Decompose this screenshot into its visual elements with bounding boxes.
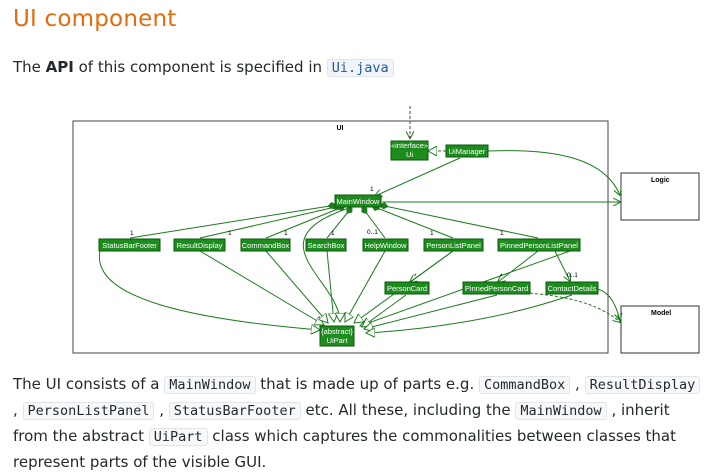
part-box-help-window: HelpWindow <box>362 238 409 252</box>
interface-name: Ui <box>406 150 413 159</box>
multiplicity: 1 <box>430 230 434 237</box>
part-box-status-bar: StatusBarFooter <box>98 238 161 252</box>
part-label: StatusBarFooter <box>102 241 157 250</box>
body-text: The UI consists of a <box>13 375 165 393</box>
multiplicity: * <box>500 273 503 280</box>
card-box-contact-details: ContactDetails <box>545 281 599 295</box>
logic-box <box>620 172 700 221</box>
part-label: ResultDisplay <box>177 241 223 250</box>
abstract-name: UiPart <box>327 336 349 345</box>
card-box-pinned-person-card: PinnedPersonCard <box>462 281 531 295</box>
ui-manager-label: UiManager <box>449 147 486 156</box>
multiplicity: 1 <box>228 230 232 237</box>
abstract-uipart-box: {abstract} UiPart <box>319 325 355 347</box>
intro-text: The <box>13 58 46 76</box>
part-label: SearchBox <box>308 241 345 250</box>
main-window-box: MainWindow <box>334 194 382 208</box>
logic-label: Logic <box>651 177 670 184</box>
part-box-result-display: ResultDisplay <box>173 238 226 252</box>
card-box-person-card: PersonCard <box>384 281 430 295</box>
multiplicity: 1 <box>130 230 134 237</box>
part-box-command-box: CommandBox <box>240 238 291 252</box>
body-paragraph: The UI consists of a MainWindow that is … <box>13 372 703 475</box>
page-title: UI component <box>13 6 177 32</box>
body-text: that is made up of parts e.g. <box>255 375 479 393</box>
card-label: PinnedPersonCard <box>465 284 528 293</box>
interface-ui-box: «interface» Ui <box>390 140 429 161</box>
card-label: ContactDetails <box>548 284 597 293</box>
api-bold: API <box>45 58 74 76</box>
model-box <box>620 305 700 354</box>
code-resultdisplay: ResultDisplay <box>584 376 701 394</box>
multiplicity: 1 <box>500 230 504 237</box>
main-window-label: MainWindow <box>337 197 381 206</box>
code-uipart: UiPart <box>148 428 208 446</box>
body-text: etc. All these, including the <box>300 401 516 419</box>
model-label: Model <box>651 310 671 317</box>
part-box-pinned-person-list-panel: PinnedPersonListPanel <box>497 238 581 252</box>
body-text: , inherit from the abstract <box>13 401 670 445</box>
ui-manager-box: UiManager <box>445 144 489 158</box>
connections <box>98 151 620 333</box>
ui-java-link[interactable]: Ui.java <box>326 59 394 77</box>
part-label: HelpWindow <box>364 241 407 250</box>
code-mainwindow: MainWindow <box>164 376 256 394</box>
abstract-stereotype: {abstract} <box>321 327 353 336</box>
intro-paragraph: The API of this component is specified i… <box>13 55 394 81</box>
code-statusbarfooter: StatusBarFooter <box>168 402 301 420</box>
card-label: PersonCard <box>387 284 427 293</box>
intro-text-2: of this component is specified in <box>73 58 327 76</box>
multiplicity: * <box>414 273 417 280</box>
part-label: PersonListPanel <box>426 241 481 250</box>
ui-package-frame <box>72 120 609 354</box>
code-mainwindow-2: MainWindow <box>515 402 607 420</box>
part-box-search-box: SearchBox <box>305 238 347 252</box>
multiplicity: 1 <box>284 230 288 237</box>
code-personlistpanel: PersonListPanel <box>22 402 155 420</box>
body-text: , <box>570 375 585 393</box>
part-label: PinnedPersonListPanel <box>500 241 578 250</box>
part-box-person-list-panel: PersonListPanel <box>423 238 484 252</box>
interface-stereotype: «interface» <box>391 141 428 150</box>
body-text: , <box>154 401 169 419</box>
body-text: class which captures the commonalities b… <box>13 427 676 471</box>
body-text: , <box>13 401 23 419</box>
multiplicity: 1 <box>331 230 335 237</box>
code-commandbox: CommandBox <box>479 376 571 394</box>
multiplicity: 0..1 <box>367 229 378 236</box>
multiplicity: 1 <box>370 186 374 193</box>
multiplicity: 0..1 <box>567 272 578 279</box>
ui-package-label: UI <box>337 125 344 132</box>
part-label: CommandBox <box>242 241 290 250</box>
